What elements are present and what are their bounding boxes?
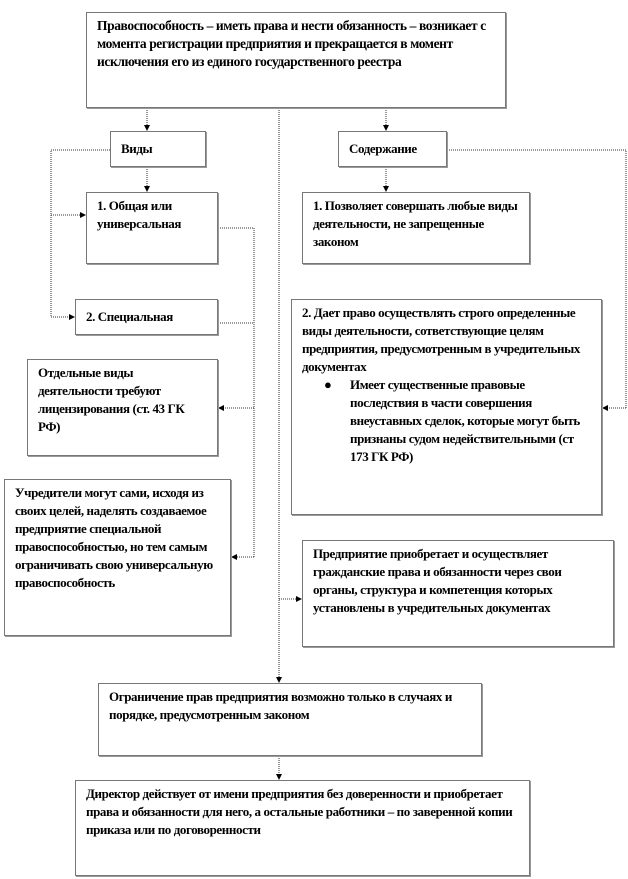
types-right-connector [218,227,255,557]
founders-box: Учредители могут сами, исходя из своих ц… [4,479,231,636]
licensing-text: Отдельные виды деятельности требуют лице… [38,365,185,434]
types-left-connector [50,149,110,317]
bodies-box: Предприятие приобретает и осуществляет г… [302,540,614,647]
types-header: Виды [121,141,153,156]
content-right-connector [447,149,627,408]
type-general-box: 1. Общая или универсальная [86,192,218,264]
restriction-text: Ограничение прав предприятия возможно то… [109,689,452,722]
type-special-box: 2. Специальная [75,299,218,335]
content-2-box: 2. Дает право осуществлять строго опреде… [291,299,602,515]
bullet-icon: ● [324,377,332,392]
restriction-box: Ограничение прав предприятия возможно то… [98,683,482,756]
type-general: 1. Общая или универсальная [97,198,182,231]
content-2-text: 2. Дает право осуществлять строго опреде… [302,305,580,374]
director-text: Директор действует от имени предприятия … [86,786,513,837]
content-header: Содержание [349,141,417,156]
content-1-box: 1. Позволяет совершать любые виды деятел… [302,192,530,264]
licensing-box: Отдельные виды деятельности требуют лице… [27,359,218,456]
type-special: 2. Специальная [86,309,173,324]
director-box: Директор действует от имени предприятия … [75,780,530,876]
content-2-bullet-text: Имеет существенные правовые последствия … [350,377,580,464]
content-2-bullet: ● Имеет существенные правовые последствия… [324,376,591,466]
bodies-text: Предприятие приобретает и осуществляет г… [313,546,562,615]
content-1-text: 1. Позволяет совершать любые виды деятел… [313,198,518,249]
definition-text: Правоспособность – иметь права и нести о… [97,18,486,69]
founders-text: Учредители могут сами, исходя из своих ц… [15,485,213,590]
definition-box: Правоспособность – иметь права и нести о… [86,12,506,108]
content-header-box: Содержание [338,131,447,167]
types-header-box: Виды [110,131,206,167]
